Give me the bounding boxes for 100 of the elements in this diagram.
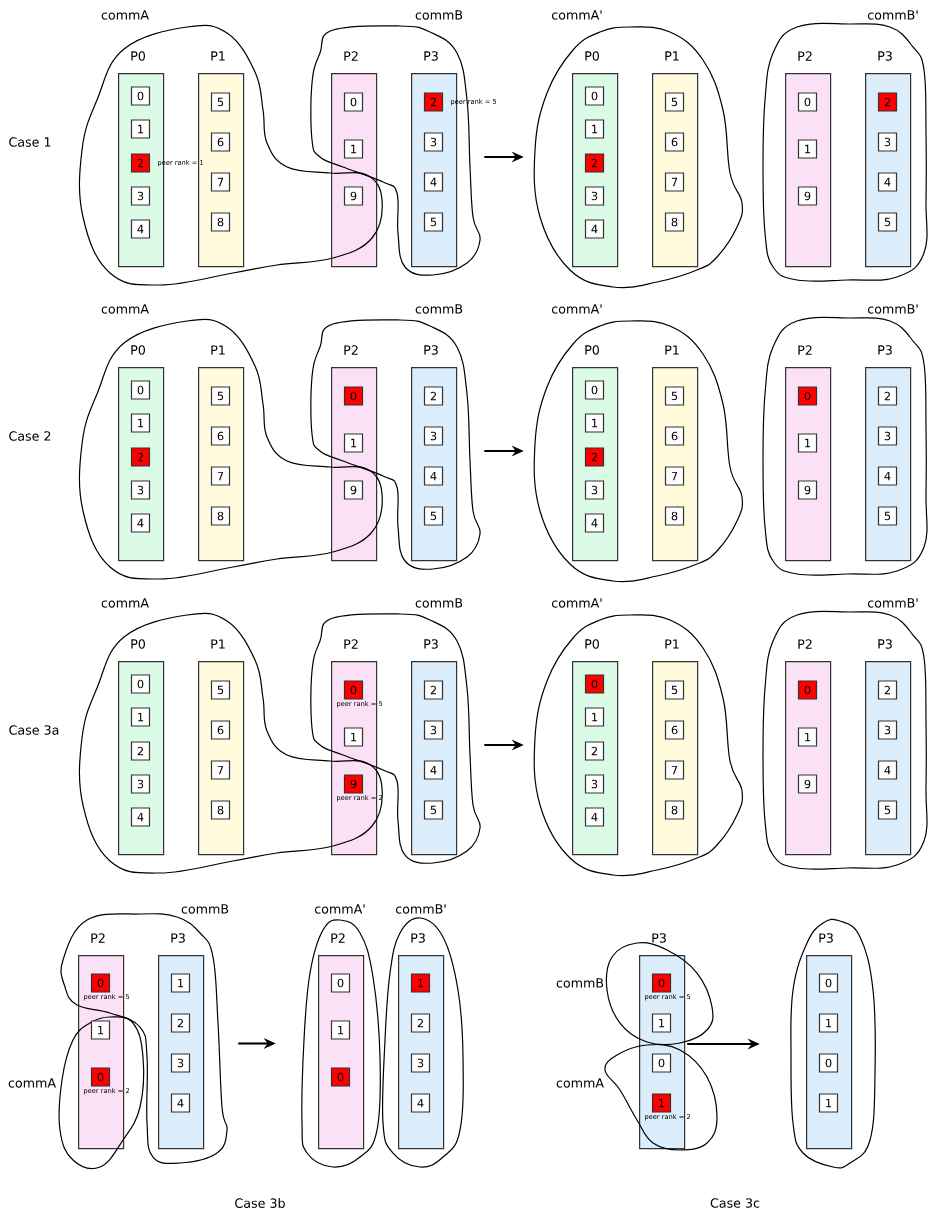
rank-box: 1	[90, 1020, 111, 1040]
node-label: P0	[131, 639, 146, 649]
rank-box: 3	[877, 720, 898, 740]
rank-box: 7	[210, 172, 231, 192]
rank-box: 2	[877, 386, 898, 406]
rank-box: 4	[410, 1093, 431, 1113]
group-outline	[790, 918, 876, 1169]
node-label: P2	[91, 933, 105, 943]
node-label: commB	[415, 10, 463, 20]
node-label: commA'	[551, 304, 602, 314]
rank-box: 4	[423, 172, 444, 192]
rank-box: 2	[584, 741, 605, 761]
node-label: P2	[331, 933, 345, 943]
rank-box: 2	[877, 680, 898, 700]
rank-box: 3	[130, 774, 151, 794]
rank-box: 3	[410, 1053, 431, 1073]
node-label: P1	[211, 51, 225, 61]
rank-box: 1	[170, 973, 191, 993]
node-label: commA	[101, 598, 149, 608]
rank-box: 0	[584, 86, 605, 106]
node-label: P3	[424, 51, 438, 61]
rank-box: 1	[797, 433, 818, 453]
node-label: P2	[344, 639, 358, 649]
rank-box: 2	[410, 1013, 431, 1033]
rank-box: 1	[818, 1013, 839, 1033]
node-label: P0	[131, 345, 146, 355]
rank-box: 8	[210, 800, 231, 820]
rank-box: 2	[130, 741, 151, 761]
node-label: commB'	[395, 904, 446, 914]
rank-box: 1	[130, 707, 151, 727]
node-label: commB'	[867, 598, 918, 608]
rank-box: 0	[818, 1053, 839, 1073]
rank-box: 5	[423, 800, 444, 820]
rank-box: 0	[130, 380, 151, 400]
rank-box: 2	[423, 92, 444, 112]
rank-box: 0	[130, 86, 151, 106]
rank-box: 9	[797, 480, 818, 500]
rank-box: 7	[664, 466, 685, 486]
rank-box: 4	[584, 513, 605, 533]
node-label: commB'	[867, 304, 918, 314]
rank-box: 7	[664, 172, 685, 192]
rank-box: 8	[664, 800, 685, 820]
rank-box: 0	[651, 1053, 672, 1073]
rank-box: 3	[423, 132, 444, 152]
case-label: Case 1	[9, 137, 51, 147]
rank-box: 1	[330, 1020, 351, 1040]
rank-box: 1	[651, 1013, 672, 1033]
rank-box: 2	[130, 447, 151, 467]
rank-box: 5	[210, 92, 231, 112]
rank-box: 6	[664, 132, 685, 152]
rank-box: 1	[584, 707, 605, 727]
rank-box: 4	[877, 172, 898, 192]
node-label: P1	[665, 51, 679, 61]
rank-box: 3	[877, 426, 898, 446]
rank-box: 9	[797, 186, 818, 206]
rank-box: 1	[410, 973, 431, 993]
rank-box: 0	[130, 674, 151, 694]
rank-box: 5	[877, 212, 898, 232]
node-label: commA	[8, 1078, 56, 1088]
node-label: commA'	[551, 598, 602, 608]
node-label: P0	[585, 345, 600, 355]
rank-box: 7	[210, 466, 231, 486]
rank-box: 8	[664, 212, 685, 232]
rank-box: 0	[651, 973, 672, 993]
node-label: P3	[171, 933, 185, 943]
rank-box: 4	[423, 760, 444, 780]
rank-box: 0	[797, 386, 818, 406]
rank-box: 3	[584, 774, 605, 794]
node-label: P2	[344, 51, 358, 61]
case-label: Case 3a	[9, 725, 59, 735]
rank-box: 1	[797, 727, 818, 747]
node-label: P3	[819, 933, 833, 943]
rank-box: 3	[584, 480, 605, 500]
node-label: commB	[415, 598, 463, 608]
rank-box: 5	[664, 92, 685, 112]
node-label: P3	[424, 345, 438, 355]
rank-box: 4	[877, 760, 898, 780]
node-label: P3	[652, 933, 666, 943]
rank-box: 9	[797, 774, 818, 794]
rank-box: 1	[130, 413, 151, 433]
rank-box: 7	[210, 760, 231, 780]
rank-box: 4	[584, 219, 605, 239]
rank-box: 2	[584, 153, 605, 173]
case-label: Case 3c	[710, 1198, 760, 1208]
rank-box: 2	[423, 680, 444, 700]
rank-box: 6	[664, 720, 685, 740]
node-label: commB'	[867, 10, 918, 20]
rank-box: 3	[877, 132, 898, 152]
node-label: P0	[131, 51, 146, 61]
rank-box: 4	[130, 219, 151, 239]
rank-box: 8	[210, 212, 231, 232]
node-label: P3	[878, 639, 892, 649]
rank-box: 2	[423, 386, 444, 406]
node-label: P3	[878, 345, 892, 355]
rank-box: 5	[664, 680, 685, 700]
rank-box: 4	[584, 807, 605, 827]
rank-box: 3	[170, 1053, 191, 1073]
node-label: commA	[556, 1078, 604, 1088]
node-label: P1	[665, 639, 679, 649]
node-label: P3	[424, 639, 438, 649]
